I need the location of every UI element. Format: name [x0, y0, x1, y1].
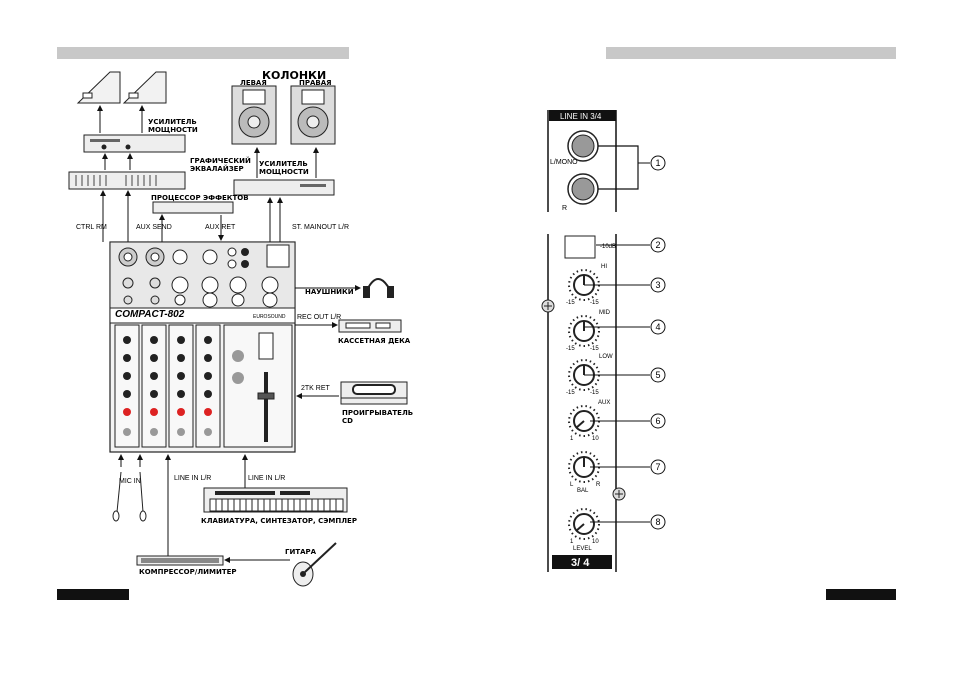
bal-l: L	[570, 482, 574, 488]
callout-7: 7	[655, 462, 660, 472]
callout-5: 5	[655, 370, 660, 380]
mid-min: -15	[566, 346, 575, 352]
callout-3: 3	[655, 280, 660, 290]
panel-top-title: LINE IN 3/4	[560, 112, 602, 121]
knob-mid[interactable]	[569, 316, 599, 346]
knob-level[interactable]	[569, 509, 599, 539]
low-min: -15	[566, 390, 575, 396]
bal-label: BAL	[577, 488, 589, 494]
r-label: R	[562, 205, 567, 212]
lmono-label: L/MONO	[550, 159, 578, 166]
aux-min: 1	[570, 436, 574, 442]
callout-8: 8	[655, 517, 660, 527]
aux-max: 10	[592, 436, 599, 442]
mid-label: MID	[599, 310, 611, 316]
level-max: 10	[592, 539, 599, 545]
callout-2: 2	[655, 240, 660, 250]
level-min: 1	[570, 539, 574, 545]
bal-r: R	[596, 482, 601, 488]
low-label: LOW	[599, 354, 613, 360]
mid-max: -15	[590, 346, 599, 352]
channel-label: 3/ 4	[571, 557, 590, 569]
hi-label: HI	[601, 264, 607, 270]
aux-label: AUX	[598, 400, 610, 406]
db-label: -10dB	[600, 244, 616, 250]
callout-4: 4	[655, 322, 660, 332]
callout-1: 1	[655, 158, 660, 168]
hi-max: -15	[590, 300, 599, 306]
level-label: LEVEL	[573, 546, 592, 552]
callout-6: 6	[655, 416, 660, 426]
hi-min: -15	[566, 300, 575, 306]
low-max: -15	[590, 390, 599, 396]
